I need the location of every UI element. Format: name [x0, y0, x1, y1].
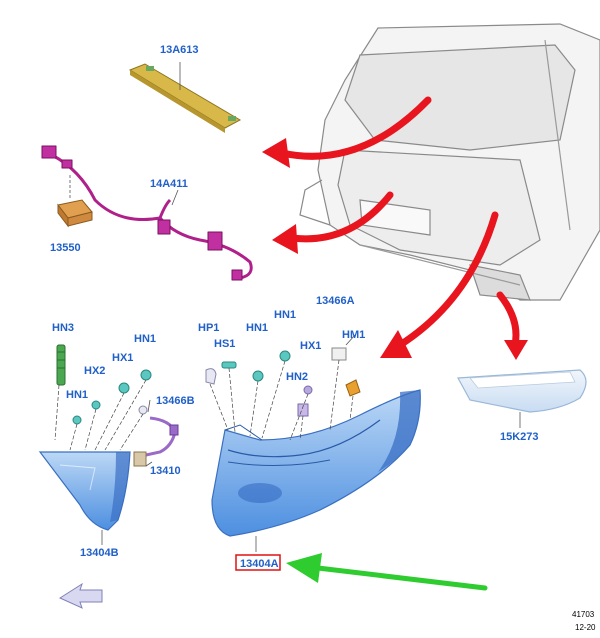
- callout-arrowheads: [262, 138, 528, 360]
- label-connector-right: 13466A: [316, 295, 355, 307]
- label-tail-lamp-right: 13404A: [240, 558, 279, 570]
- reference-code: 41703: [572, 610, 595, 619]
- green-pointer-arrow: [286, 553, 488, 591]
- label-fastener-left-4: HX1: [112, 352, 133, 364]
- label-fastener-right-1: HP1: [198, 322, 219, 334]
- arrowhead-tail-lamp: [380, 330, 412, 358]
- label-fastener-left-3: HX2: [84, 365, 105, 377]
- label-module: 13550: [50, 242, 81, 254]
- label-fastener-left-1: HN3: [52, 322, 74, 334]
- label-connector-left: 13466B: [156, 395, 195, 407]
- third-brake-lamp: [128, 62, 242, 133]
- label-fastener-right-6: HN2: [286, 371, 308, 383]
- wiring-harness: [41, 145, 253, 281]
- arrow-to-tail-lamp: [396, 211, 499, 349]
- label-reflector: 15K273: [500, 431, 539, 443]
- label-fastener-right-3: HN1: [246, 322, 268, 334]
- highlight-box: [235, 554, 281, 571]
- label-fastener-right-4: HN1: [274, 309, 296, 321]
- arrow-to-reflector: [496, 291, 520, 349]
- label-fastener-left-5: HN1: [134, 333, 156, 345]
- left-connector-and-socket: [133, 399, 179, 467]
- label-lamp-socket: 13410: [150, 465, 181, 477]
- callout-arrows: [278, 96, 520, 349]
- label-fastener-right-5: HX1: [300, 340, 321, 352]
- reference-date: 12-20: [575, 623, 596, 632]
- label-third-brake-lamp: 13A613: [160, 44, 199, 56]
- module: [57, 175, 93, 228]
- left-fasteners: [54, 344, 152, 451]
- arrowhead-reflector: [504, 340, 528, 360]
- label-fastener-right-2: HS1: [214, 338, 235, 350]
- right-fasteners: [205, 334, 361, 441]
- tail-lamp-left: [38, 451, 131, 531]
- arrowhead-brake-lamp: [262, 138, 290, 168]
- arrow-to-brake-lamp: [278, 96, 432, 160]
- arrow-to-harness: [288, 191, 394, 243]
- label-fastener-left-2: HN1: [66, 389, 88, 401]
- vehicle-rear-illustration: [299, 23, 600, 301]
- label-wiring-harness: 14A411: [150, 178, 188, 190]
- label-tail-lamp-left: 13404B: [80, 547, 119, 559]
- tail-lamp-right: [211, 389, 421, 537]
- reflector: [457, 369, 587, 428]
- arrowhead-harness: [272, 224, 298, 254]
- orientation-arrow: [58, 582, 103, 609]
- label-fastener-right-7: HM1: [342, 329, 365, 341]
